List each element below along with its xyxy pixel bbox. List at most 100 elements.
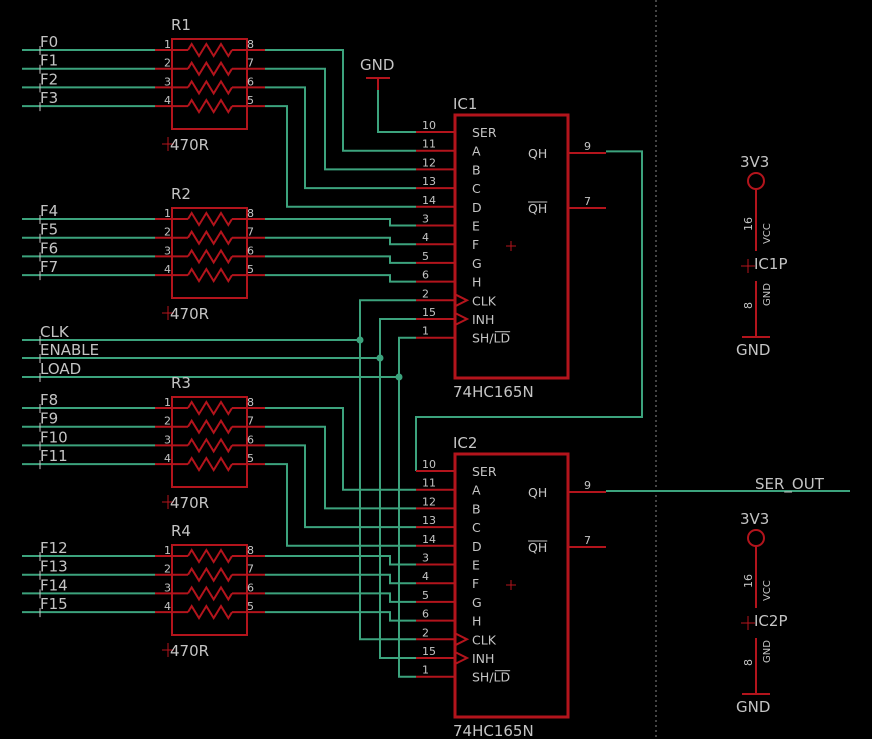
ic-pin-name: F bbox=[472, 237, 479, 252]
ic-pin-number: 6 bbox=[422, 608, 429, 621]
ic-pin-name: A bbox=[472, 483, 481, 498]
resistor-name: R2 bbox=[171, 185, 191, 203]
ic-pin-number: 5 bbox=[422, 250, 429, 263]
junction-dot bbox=[395, 373, 403, 381]
data-net-wire bbox=[265, 105, 416, 208]
input-net-label: F12 bbox=[40, 539, 68, 557]
resistor-name: R3 bbox=[171, 374, 191, 392]
resistor-pin-number: 1 bbox=[164, 544, 171, 557]
input-net-label: F3 bbox=[40, 89, 58, 107]
ic-pin-number: 9 bbox=[584, 140, 591, 153]
data-net-wire bbox=[265, 573, 416, 585]
supply-circle bbox=[747, 172, 765, 190]
clock-marker bbox=[454, 293, 470, 308]
ic-pin-name: H bbox=[472, 275, 481, 290]
ic-pin-name: C bbox=[472, 520, 481, 535]
resistor-pin-number: 5 bbox=[247, 94, 254, 107]
ic-name: IC1 bbox=[453, 95, 477, 113]
input-net-label: F0 bbox=[40, 33, 58, 51]
junction-dot bbox=[376, 354, 384, 362]
resistor-pin-number: 8 bbox=[247, 544, 254, 557]
resistor-element bbox=[187, 566, 233, 583]
ic-pin-number: 4 bbox=[422, 231, 429, 244]
data-net-wire bbox=[265, 236, 416, 246]
clock-marker bbox=[454, 632, 470, 647]
resistor-element bbox=[187, 585, 233, 602]
resistor-element bbox=[187, 418, 233, 435]
input-net-label: F1 bbox=[40, 52, 58, 70]
gnd-pin-number: 8 bbox=[742, 659, 755, 666]
resistor-element bbox=[187, 98, 233, 115]
resistor-pin-number: 2 bbox=[164, 57, 171, 70]
resistor-element bbox=[187, 548, 233, 564]
resistor-value: 470R bbox=[170, 136, 209, 154]
resistor-pin-number: 6 bbox=[247, 433, 254, 446]
ic-pin-number: 4 bbox=[422, 570, 429, 583]
gnd-pin-number: 8 bbox=[742, 302, 755, 309]
resistor-element bbox=[187, 400, 233, 416]
input-net-label: F15 bbox=[40, 595, 68, 613]
ic-pin-number: 12 bbox=[422, 495, 436, 508]
ic-pin-number: 13 bbox=[422, 175, 436, 188]
control-net-label: LOAD bbox=[40, 360, 81, 378]
ic-pin-number: 1 bbox=[422, 325, 429, 338]
control-net-label: CLK bbox=[40, 323, 70, 341]
data-net-wire bbox=[265, 555, 416, 566]
ic-pin-number: 7 bbox=[584, 195, 591, 208]
ic-pin-number: 15 bbox=[422, 306, 436, 319]
ic-pin-name: B bbox=[472, 162, 481, 177]
input-net-label: F6 bbox=[40, 239, 58, 257]
gnd-pin-name: GND bbox=[762, 640, 773, 663]
ic-pin-name: F bbox=[472, 576, 479, 591]
resistor-pin-number: 4 bbox=[164, 94, 171, 107]
resistor-body bbox=[171, 207, 248, 299]
ic-pin-name: SH/LD bbox=[472, 670, 510, 685]
ic-pin-name: QH bbox=[528, 201, 547, 216]
ic-pin-number: 13 bbox=[422, 514, 436, 527]
resistor-element bbox=[187, 211, 233, 227]
ic-pin-name: INH bbox=[472, 312, 494, 327]
resistor-element bbox=[187, 60, 233, 77]
data-net-wire bbox=[265, 592, 416, 603]
resistor-pin-number: 5 bbox=[247, 452, 254, 465]
ic-pin-number: 9 bbox=[584, 479, 591, 492]
input-net-label: F2 bbox=[40, 70, 58, 88]
data-net-wire bbox=[265, 67, 416, 171]
resistor-element bbox=[187, 456, 233, 473]
resistor-pin-number: 8 bbox=[247, 207, 254, 220]
vcc-pin-name: VCC bbox=[762, 223, 773, 244]
resistor-element bbox=[187, 248, 233, 265]
input-net-label: F8 bbox=[40, 391, 58, 409]
resistor-name: R1 bbox=[171, 16, 191, 34]
control-net-label: ENABLE bbox=[40, 341, 99, 359]
data-net-wire bbox=[265, 49, 416, 152]
resistor-value: 470R bbox=[170, 642, 209, 660]
resistor-pin-number: 7 bbox=[247, 415, 254, 428]
input-net-label: F5 bbox=[40, 221, 58, 239]
ic-pin-number: 12 bbox=[422, 156, 436, 169]
ic-pin-number: 11 bbox=[422, 477, 436, 490]
ic-pin-number: 11 bbox=[422, 138, 436, 151]
ic-pin-number: 10 bbox=[422, 119, 436, 132]
junction-dot bbox=[356, 336, 364, 344]
ic-pin-number: 15 bbox=[422, 645, 436, 658]
ic-name: IC2 bbox=[453, 434, 477, 452]
ic-part-number: 74HC165N bbox=[453, 722, 534, 739]
clock-marker bbox=[454, 312, 470, 326]
resistor-pin-number: 5 bbox=[247, 263, 254, 276]
data-net-wire bbox=[265, 255, 416, 264]
input-net-label: F11 bbox=[40, 447, 68, 465]
resistor-body bbox=[171, 38, 248, 130]
ic-pin-name: H bbox=[472, 614, 481, 629]
supply-circle bbox=[747, 529, 765, 547]
ic-pin-number: 5 bbox=[422, 589, 429, 602]
input-net-label: F7 bbox=[40, 258, 58, 276]
ic-pin-number: 3 bbox=[422, 552, 429, 565]
ic-pin-number: 14 bbox=[422, 533, 436, 546]
resistor-pin-number: 3 bbox=[164, 244, 171, 257]
resistor-pin-number: 6 bbox=[247, 581, 254, 594]
resistor-element bbox=[187, 604, 233, 621]
gnd-net-label: GND bbox=[736, 341, 770, 359]
resistor-value: 470R bbox=[170, 305, 209, 323]
